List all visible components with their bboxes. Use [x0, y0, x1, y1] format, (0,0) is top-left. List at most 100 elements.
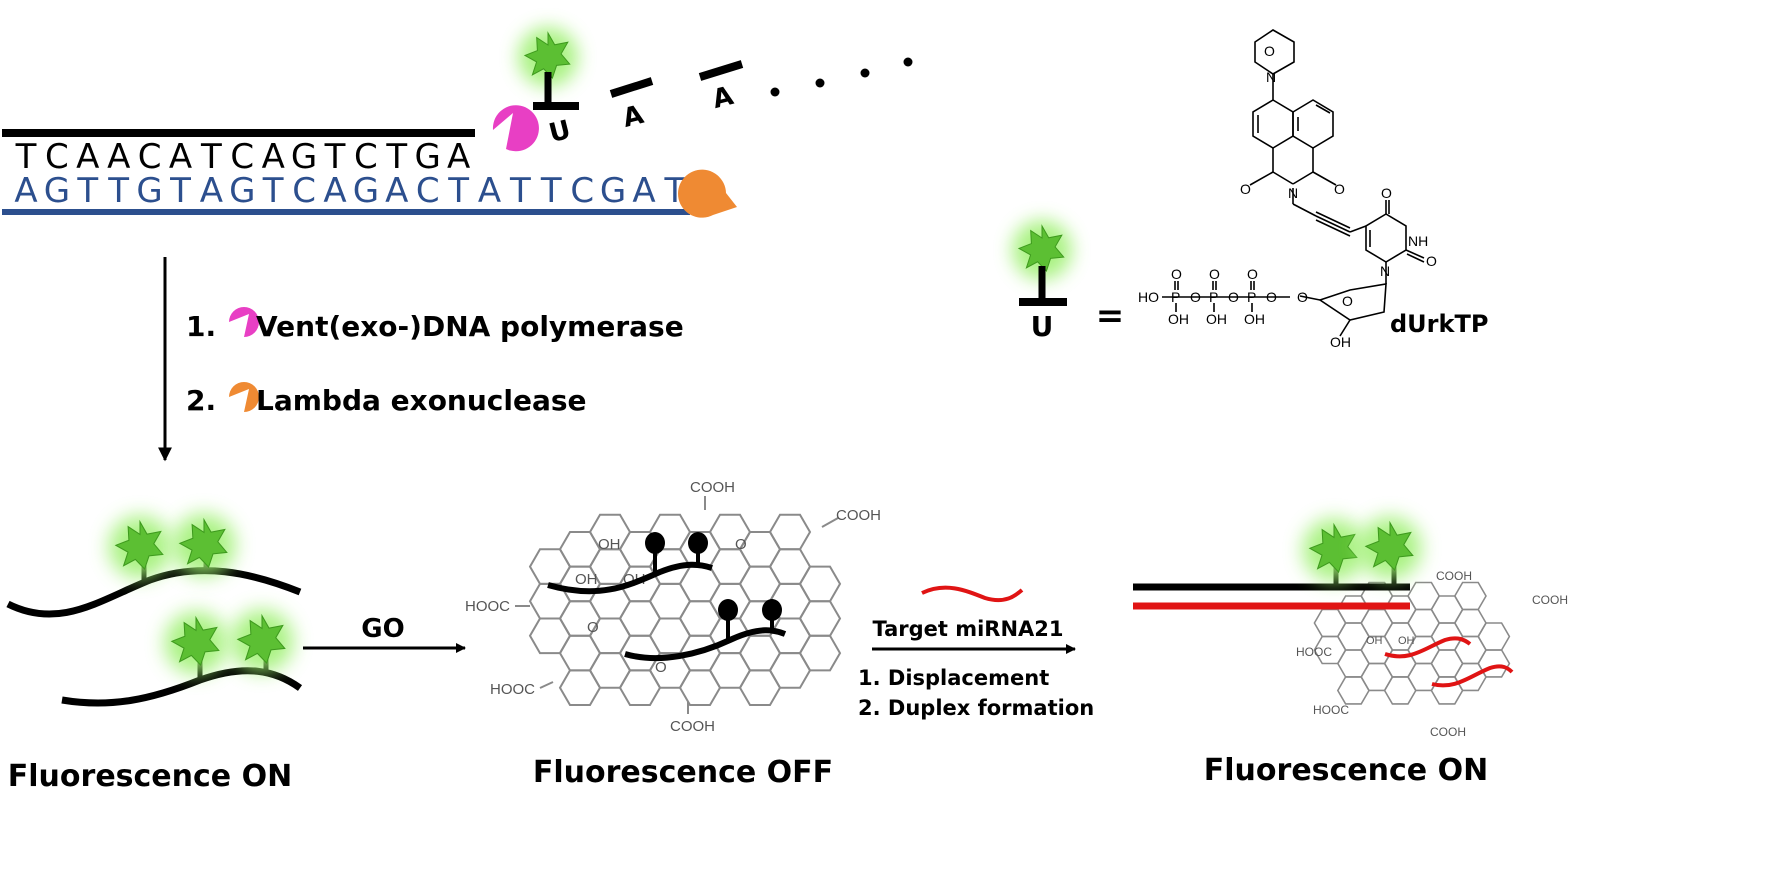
polymerase-icon	[229, 307, 259, 337]
target-label: Target miRNA21	[872, 617, 1063, 641]
nucleotide-letter: G	[600, 171, 626, 211]
nucleotide-letter: A	[76, 137, 99, 177]
go-right-functional-groups: COOH COOH HOOC HOOC COOH OH OH	[1296, 569, 1568, 739]
nucleotide-letter: A	[14, 171, 37, 211]
labeled-ssdna-group	[6, 514, 303, 707]
atom-label: N	[1380, 263, 1390, 279]
go-o-label: O	[587, 619, 599, 636]
step-2: 2. Lambda exonuclease	[186, 382, 587, 417]
nucleotide-letter: C	[416, 171, 440, 211]
exonuclease-icon	[678, 169, 737, 218]
atom-label: O	[1247, 266, 1258, 282]
nucleotide-a-label: A	[620, 100, 647, 134]
go-hooc-label: HOOC	[465, 598, 510, 615]
nucleotide-letter: G	[44, 171, 70, 211]
graphene-ring	[799, 600, 841, 637]
atom-label: O	[1426, 253, 1437, 269]
nucleotide-letter: T	[324, 137, 346, 177]
go-cooh-label: COOH	[1430, 725, 1466, 739]
graphene-ring	[1477, 622, 1511, 651]
atom-label: O	[1381, 185, 1392, 201]
atom-label: N	[1288, 185, 1298, 201]
nucleotide-letter: T	[540, 171, 562, 211]
nucleotide-letter: T	[447, 171, 469, 211]
step-1-text: Vent(exo-)DNA polymerase	[256, 310, 684, 343]
state-label-middle: Fluorescence OFF	[533, 755, 833, 790]
nucleotide-letter: T	[107, 171, 129, 211]
go-label: GO	[361, 614, 404, 644]
nucleotide-letter: T	[169, 171, 191, 211]
atom-label: O	[1297, 289, 1308, 305]
nucleotide-letter: T	[200, 137, 222, 177]
duplex-product	[1133, 517, 1422, 610]
nucleotide-letter: C	[570, 171, 594, 211]
atom-label: O	[1342, 293, 1353, 309]
incoming-nucleotide-a2: A	[698, 60, 744, 115]
nucleotide-letter: T	[262, 171, 284, 211]
graphene-oxide-sheet	[529, 513, 841, 706]
durktp-atom-labels: O N O O N O NH O N O O OH HO O P OH O O …	[1138, 43, 1437, 350]
graphene-ring	[769, 513, 811, 551]
go-oh-label: OH	[598, 536, 621, 553]
nucleotide-letter: A	[200, 171, 223, 211]
nucleotide-letter: C	[292, 171, 316, 211]
nucleotide-letter: T	[15, 137, 37, 177]
atom-label: OH	[1168, 311, 1189, 327]
go-cooh-label: COOH	[1532, 593, 1568, 607]
nucleotide-letter: G	[291, 137, 317, 177]
go-oh-label: OH	[1366, 635, 1383, 647]
equals-sign: =	[1096, 296, 1125, 336]
step-1: 1. Vent(exo-)DNA polymerase	[186, 307, 684, 343]
nucleotide-letter: A	[632, 171, 655, 211]
nucleotide-u-label: U	[546, 115, 574, 149]
atom-label: O	[1266, 289, 1277, 305]
graphene-ring	[1454, 581, 1487, 611]
go-o-label: O	[735, 536, 747, 553]
exonuclease-icon	[229, 382, 259, 412]
go-cooh-label: COOH	[1436, 569, 1472, 583]
atom-label: O	[1228, 289, 1239, 305]
compound-name: dUrkTP	[1390, 310, 1488, 338]
atom-label: O	[1190, 289, 1201, 305]
go-hooc-label: HOOC	[490, 681, 535, 698]
displacement-label: 1. Displacement	[858, 666, 1049, 690]
nucleotide-letter: A	[169, 137, 192, 177]
nucleotide-letter: T	[385, 137, 407, 177]
atom-label: P	[1171, 289, 1180, 305]
atom-label: O	[1334, 181, 1345, 197]
nucleotide-letter: T	[509, 171, 531, 211]
go-cooh-label: COOH	[670, 718, 715, 735]
atom-label: P	[1247, 289, 1256, 305]
step-2-number: 2.	[186, 384, 216, 417]
atom-label: OH	[1244, 311, 1265, 327]
atom-label: HO	[1138, 289, 1159, 305]
mirna-strand	[921, 585, 1024, 603]
nucleotide-letter: A	[262, 137, 285, 177]
durktp-structure	[1162, 29, 1425, 337]
go-cooh-label: COOH	[690, 479, 735, 496]
go-hooc-label: HOOC	[1313, 703, 1349, 717]
atom-label: O	[1209, 266, 1220, 282]
nucleotide-letter: A	[107, 137, 130, 177]
nucleotide-letter: C	[354, 137, 378, 177]
go-o-label: O	[655, 659, 667, 676]
atom-label: OH	[1330, 334, 1351, 350]
nucleotide-letter: C	[230, 137, 254, 177]
go-cooh-label: COOH	[836, 507, 881, 524]
go-oh-label: OH	[1398, 635, 1415, 647]
graphene-ring	[799, 565, 841, 603]
continuation-dots	[770, 57, 913, 97]
go-functional-groups: COOH COOH HOOC HOOC COOH OH OH OH O O O	[465, 479, 881, 735]
step-1-number: 1.	[186, 310, 216, 343]
duplex-formation-label: 2. Duplex formation	[858, 696, 1094, 720]
incoming-nucleotide-a1: A	[609, 77, 654, 134]
atom-label: O	[1240, 181, 1251, 197]
nucleotide-letter: G	[229, 171, 255, 211]
atom-label: O	[1264, 43, 1275, 59]
atom-label: P	[1209, 289, 1218, 305]
quenched-ssdna-group	[547, 532, 787, 662]
nucleotide-letter: A	[447, 137, 470, 177]
